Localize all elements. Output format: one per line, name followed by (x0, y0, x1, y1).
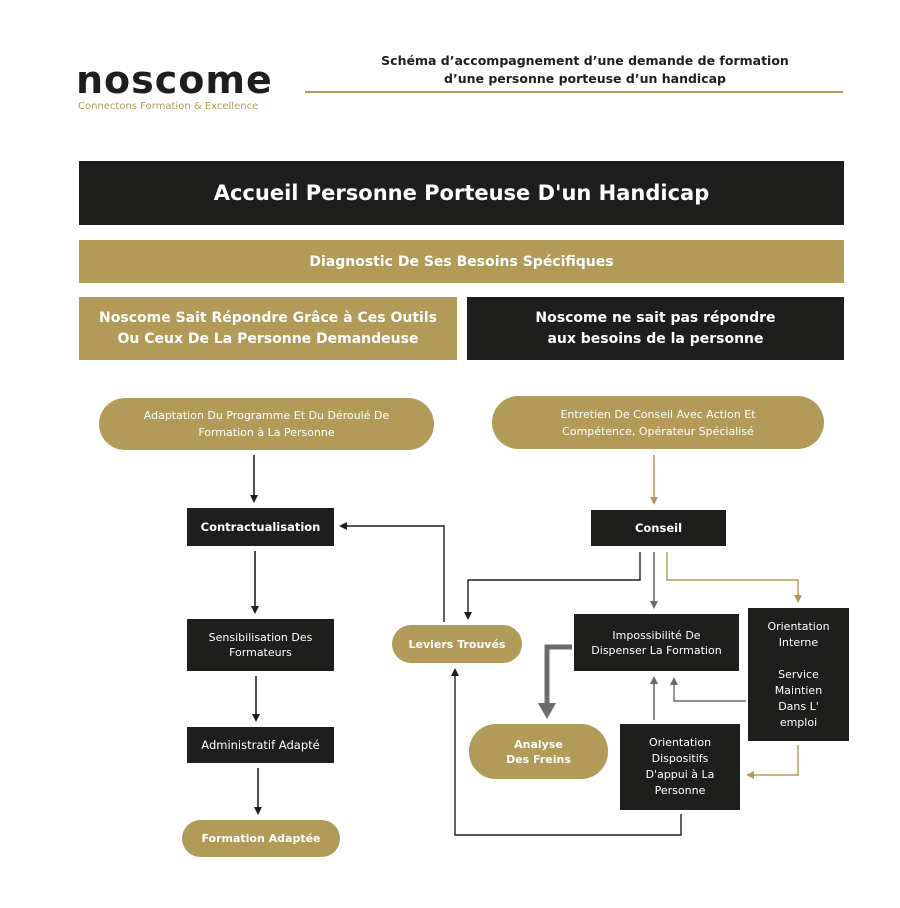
dispositifs-line-1: Orientation (648, 736, 712, 749)
logo: noscome (76, 58, 273, 102)
impossibilite-node: Impossibilité De Dispenser La Formation (574, 614, 739, 671)
right-branch-heading: Noscome ne sait pas répondre aux besoins… (467, 297, 844, 360)
analyse-freins-node: Analyse Des Freins (469, 724, 608, 779)
adaptation-line-1: Adaptation Du Programme Et Du Déroulé De (143, 409, 390, 422)
administratif-label: Administratif Adapté (201, 737, 320, 752)
administratif-node: Administratif Adapté (187, 727, 334, 763)
impossibilite-line-1: Impossibilité De (612, 628, 701, 642)
adaptation-node: Adaptation Du Programme Et Du Déroulé De… (99, 398, 434, 450)
arrow-conseil-to-leviers (464, 552, 641, 620)
analyse-line-1: Analyse (514, 737, 563, 751)
diagnostic-label: Diagnostic De Ses Besoins Spécifiques (309, 253, 614, 270)
service-line-4: emploi (779, 715, 818, 729)
main-title: Accueil Personne Porteuse D'un Handicap (213, 181, 710, 205)
contractualisation-label: Contractualisation (200, 519, 321, 534)
orientation-interne-line-1: Orientation (767, 619, 830, 633)
arrow-impossible-to-analyse-head (538, 703, 556, 719)
right-heading-line-2: aux besoins de la personne (547, 330, 764, 347)
diagnostic-bar: Diagnostic De Ses Besoins Spécifiques (79, 240, 844, 283)
arrow-interne-to-impossible (670, 677, 746, 702)
document-title-line-2: d’une personne porteuse d’un handicap (444, 71, 726, 86)
formation-adaptee-label: Formation Adaptée (201, 832, 321, 845)
orientation-interne-node: Orientation Interne Service Maintien Dan… (748, 608, 849, 741)
contractualisation-node: Contractualisation (187, 508, 334, 546)
document-title: Schéma d’accompagnement d’une demande de… (330, 52, 840, 88)
formation-adaptee-node: Formation Adaptée (182, 820, 340, 857)
service-line-1: Service (778, 667, 819, 681)
service-line-2: Maintien (774, 683, 823, 697)
main-title-bar: Accueil Personne Porteuse D'un Handicap (79, 161, 844, 225)
sensibilisation-line-2: Formateurs (229, 646, 292, 659)
arrow-leviers-to-contract (339, 522, 445, 622)
right-heading-line-1: Noscome ne sait pas répondre (535, 309, 776, 326)
leviers-trouves-node: Leviers Trouvés (392, 625, 522, 663)
left-heading-line-1: Noscome Sait Répondre Grâce à Ces Outils (99, 309, 437, 326)
sensibilisation-node: Sensibilisation Des Formateurs (187, 619, 334, 671)
dispositifs-line-2: Dispositifs (651, 752, 709, 765)
logo-tagline: Connectons Formation & Excellence (78, 101, 259, 112)
adaptation-line-2: Formation à La Personne (198, 426, 335, 439)
document-title-line-1: Schéma d’accompagnement d’une demande de… (381, 53, 789, 68)
arrow-impossible-to-analyse (544, 644, 572, 706)
orientation-interne-line-2: Interne (778, 635, 819, 649)
title-underline (305, 91, 843, 93)
service-line-3: Dans L' (778, 699, 819, 713)
leviers-trouves-label: Leviers Trouvés (408, 637, 506, 651)
arrow-dispositifs-to-leviers (451, 668, 682, 836)
arrow-conseil-to-interne (666, 552, 802, 603)
entretien-line-1: Entretien De Conseil Avec Action Et (560, 407, 756, 421)
entretien-line-2: Compétence, Opérateur Spécialisé (562, 424, 754, 438)
sensibilisation-line-1: Sensibilisation Des (208, 631, 313, 644)
impossibilite-line-2: Dispenser La Formation (591, 643, 722, 657)
dispositifs-line-4: Personne (654, 784, 706, 797)
entretien-node: Entretien De Conseil Avec Action Et Comp… (492, 396, 824, 449)
conseil-node: Conseil (591, 510, 726, 546)
conseil-label: Conseil (634, 520, 683, 535)
orientation-dispositifs-node: Orientation Dispositifs D'appui à La Per… (620, 724, 740, 810)
dispositifs-line-3: D'appui à La (645, 768, 715, 781)
arrow-interne-to-dispositifs (746, 745, 799, 779)
analyse-line-2: Des Freins (506, 752, 571, 766)
left-heading-line-2: Ou Ceux De La Personne Demandeuse (117, 330, 419, 347)
left-branch-heading: Noscome Sait Répondre Grâce à Ces Outils… (79, 297, 457, 360)
